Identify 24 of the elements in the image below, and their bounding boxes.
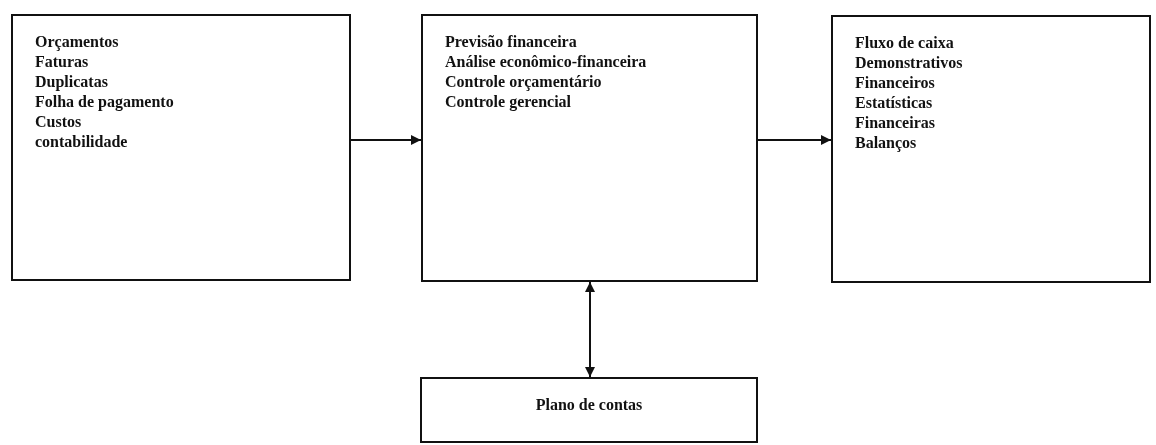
process-box [11, 14, 351, 281]
box-text: Custos [35, 112, 82, 132]
box-text: Fluxo de caixa [855, 33, 954, 53]
process-box [420, 377, 758, 443]
box-text: Orçamentos [35, 32, 119, 52]
arrow [350, 135, 422, 145]
box-text: Análise econômico-financeira [445, 52, 647, 72]
box-text: Previsão financeira [445, 32, 577, 52]
box-text: Financeiros [855, 73, 935, 93]
process-box [421, 14, 758, 282]
arrow [585, 281, 595, 378]
box-text: contabilidade [35, 132, 128, 152]
box-text: Balanços [855, 133, 917, 153]
arrow [757, 135, 832, 145]
box-text: Financeiras [855, 113, 935, 133]
process-box [831, 15, 1151, 283]
box-text: Demonstrativos [855, 53, 963, 73]
box-text: Controle orçamentário [445, 72, 602, 92]
box-text: Faturas [35, 52, 89, 72]
box-text: Folha de pagamento [35, 92, 174, 112]
box-text: Controle gerencial [445, 92, 572, 112]
box-text: Duplicatas [35, 72, 108, 92]
box-text: Estatísticas [855, 93, 933, 113]
box-text: Plano de contas [535, 395, 643, 415]
